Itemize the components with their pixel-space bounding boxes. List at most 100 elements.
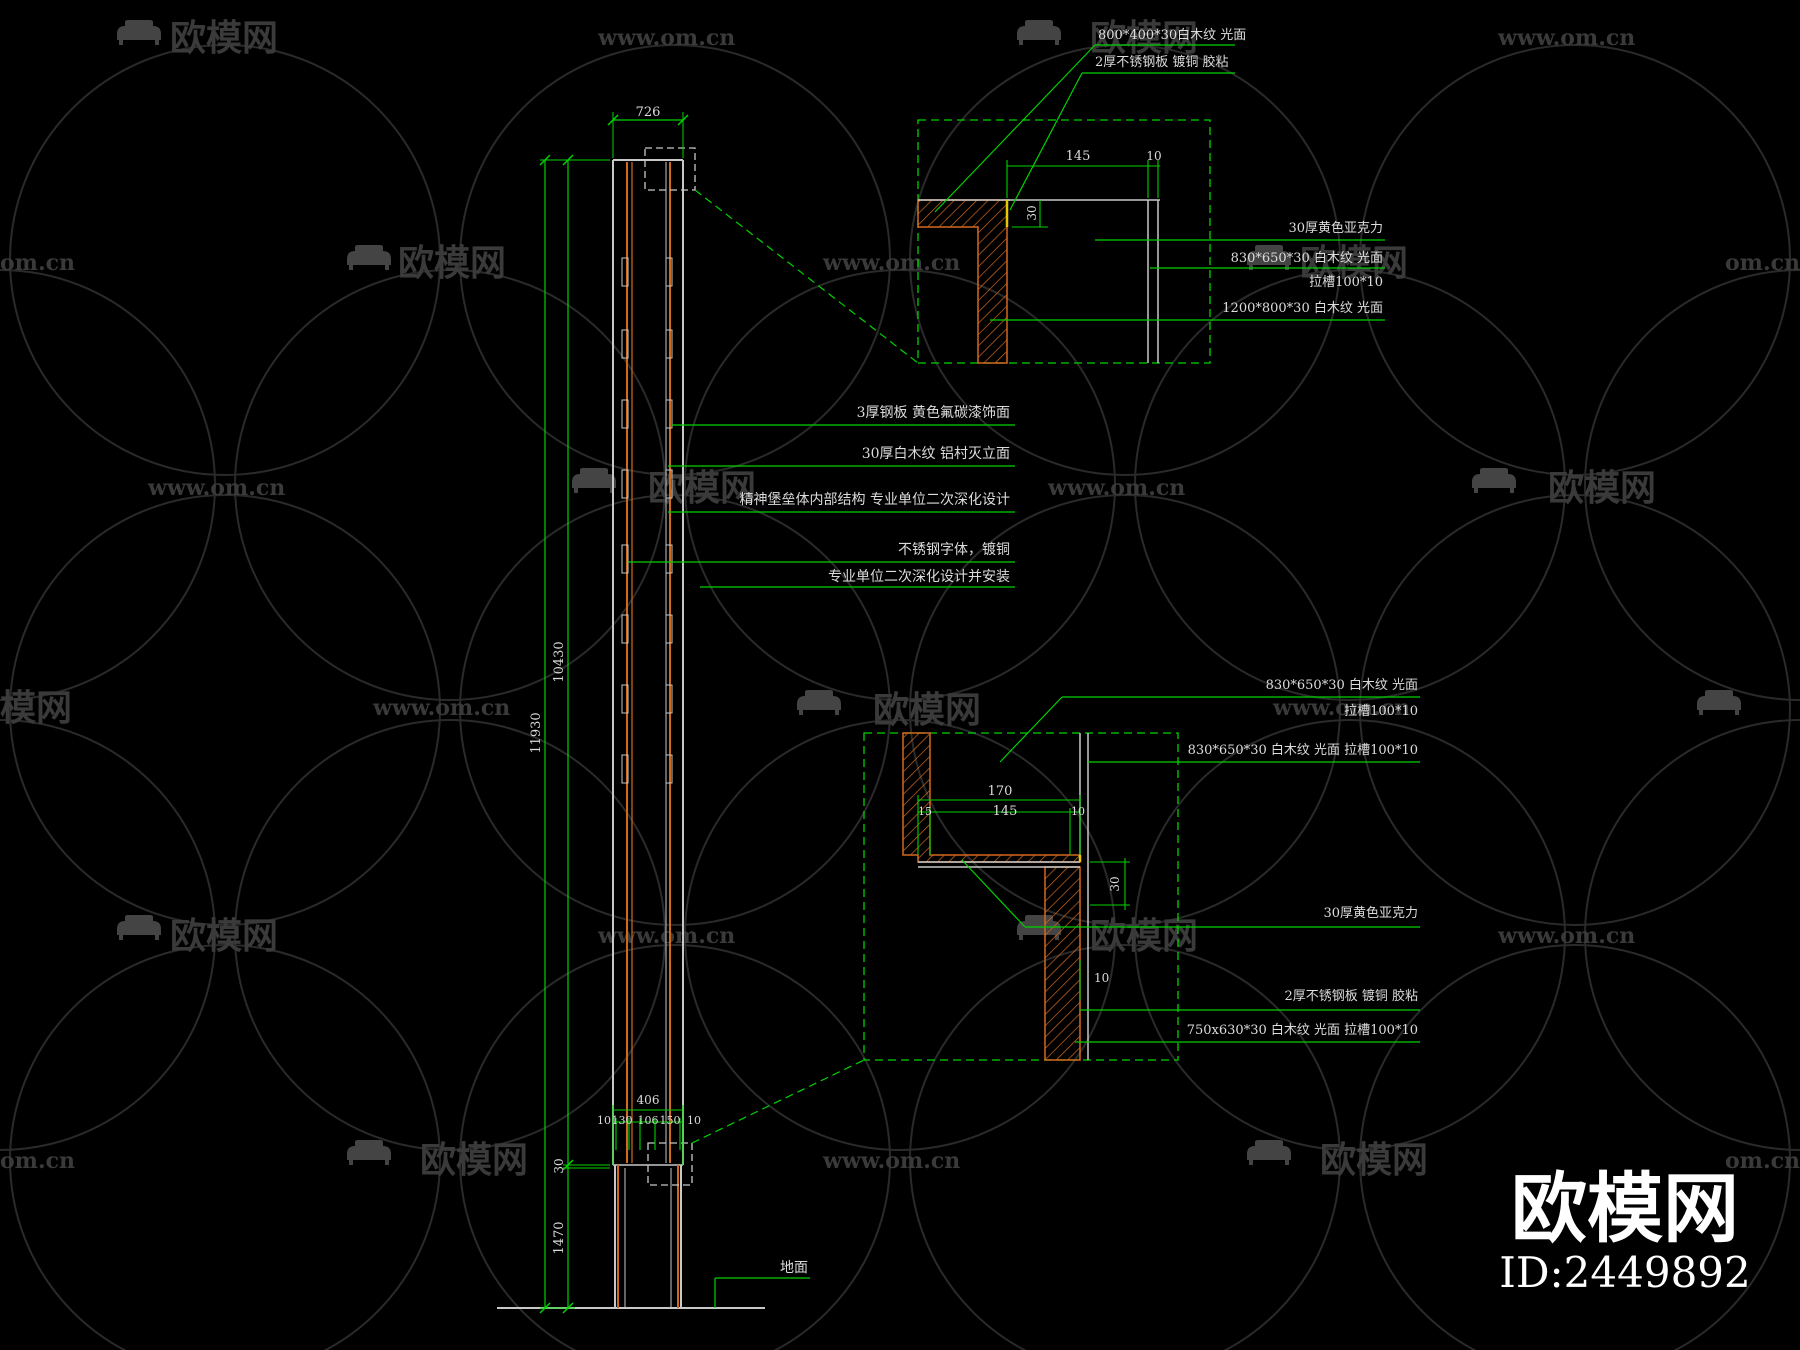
watermark-logo: 欧模网 bbox=[347, 242, 506, 284]
watermark-url: www.om.cn bbox=[1272, 695, 1410, 721]
watermark-url: www.om.cn bbox=[1047, 475, 1185, 501]
sofa-icon bbox=[572, 468, 616, 493]
sofa-icon bbox=[117, 20, 161, 45]
callout-wood-panel: 30厚白木纹 铝村灭立面 bbox=[862, 446, 1010, 462]
watermark-url: om.cn bbox=[1725, 250, 1800, 276]
callout-750x630-panel: 750x630*30 白木纹 光面 拉槽100*10 bbox=[1187, 1022, 1418, 1038]
svg-text:欧模网: 欧模网 bbox=[170, 17, 278, 59]
elevation-drawing: 726 11930 10430 30 1470 bbox=[497, 105, 1015, 1314]
callout-groove-b: 拉槽100*10 bbox=[1344, 704, 1418, 719]
watermark-logo: 欧模网 bbox=[117, 915, 278, 957]
sofa-icon bbox=[1247, 1140, 1291, 1165]
detail-top-dim-145: 145 bbox=[1066, 149, 1091, 164]
sofa-icon bbox=[1472, 468, 1516, 493]
watermark-url: om.cn bbox=[0, 1148, 75, 1174]
watermark-logo: 欧模网 bbox=[797, 689, 981, 731]
detail-bottom-dim-170: 170 bbox=[988, 784, 1013, 799]
detail-bottom-dim-30: 30 bbox=[1108, 876, 1122, 891]
watermark-logo-partial: 模网 bbox=[0, 687, 72, 729]
watermark-url: www.om.cn bbox=[1497, 25, 1635, 51]
detail-top-dim-10: 10 bbox=[1146, 149, 1161, 163]
detail-bottom-dims bbox=[917, 795, 1130, 1000]
svg-text:欧模网: 欧模网 bbox=[1300, 242, 1408, 284]
dim-bottom-width bbox=[612, 1105, 684, 1165]
detail-bottom-dim-10: 10 bbox=[1071, 805, 1085, 818]
svg-text:130: 130 bbox=[612, 1114, 633, 1127]
detail-top: 145 10 30 800*400*30白木纹 光面 2厚不锈钢板 镀铜 胶粘 … bbox=[917, 27, 1385, 364]
detail-top-frame bbox=[917, 119, 1211, 364]
detail-top-labels: 800*400*30白木纹 光面 2厚不锈钢板 镀铜 胶粘 30厚黄色亚克力 8… bbox=[1095, 27, 1383, 316]
callout-800x400-panel: 800*400*30白木纹 光面 bbox=[1098, 27, 1246, 43]
sofa-icon bbox=[797, 690, 841, 715]
detail-bottom-frame bbox=[863, 732, 1179, 1061]
dim-label-406: 406 bbox=[637, 1093, 660, 1107]
watermark-logo: 欧模网 bbox=[1247, 242, 1408, 284]
callout-steel-plate: 3厚钢板 黄色氟碳漆饰面 bbox=[857, 404, 1010, 421]
tower-base bbox=[614, 1165, 682, 1308]
watermark-logo: 欧模网 bbox=[1017, 17, 1198, 59]
tower-shell bbox=[612, 159, 684, 1166]
dim-bottom-parts: 10 130 106 150 10 bbox=[597, 1114, 701, 1127]
callout-stainless-plate-b: 2厚不锈钢板 镀铜 胶粘 bbox=[1284, 988, 1418, 1004]
callout-830x650-panel-b: 830*650*30 白木纹 光面 拉槽100*10 bbox=[1188, 742, 1418, 758]
brand-name: 欧模网 bbox=[1511, 1164, 1739, 1253]
ground-callout: 地面 bbox=[714, 1260, 810, 1308]
watermark-url: www.om.cn bbox=[597, 25, 735, 51]
callout-830x650-panel: 830*650*30 白木纹 光面 bbox=[1231, 250, 1383, 266]
sofa-icon bbox=[347, 245, 391, 270]
watermark-url: om.cn bbox=[0, 250, 75, 276]
watermark-url: om.cn bbox=[1725, 1148, 1800, 1174]
dim-label-30: 30 bbox=[552, 1158, 566, 1173]
watermark-logo: 欧模网 bbox=[1017, 915, 1198, 957]
callout-830x650-panel-a: 830*650*30 白木纹 光面 bbox=[1266, 677, 1418, 693]
detail-bottom: 170 15 145 10 30 10 830*650*30 白木纹 光面 拉槽… bbox=[863, 677, 1420, 1061]
detail-ref-box-bottom bbox=[647, 1142, 693, 1186]
svg-text:欧模网: 欧模网 bbox=[1090, 17, 1198, 59]
watermark-logo: 欧模网 bbox=[572, 467, 756, 509]
watermark-logo: 欧模网 bbox=[1472, 467, 1656, 509]
ground-label: 地面 bbox=[780, 1260, 808, 1276]
svg-text:欧模网: 欧模网 bbox=[398, 242, 506, 284]
elevation-callouts bbox=[628, 424, 1015, 588]
svg-text:欧模网: 欧模网 bbox=[1320, 1139, 1428, 1181]
callout-inner-structure: 精神堡垒体内部结构 专业单位二次深化设计 bbox=[740, 492, 1010, 508]
watermark-url: www.om.cn bbox=[372, 695, 510, 721]
callout-install: 专业单位二次深化设计并安装 bbox=[828, 569, 1010, 585]
detail-connector-top bbox=[694, 189, 919, 364]
watermark-url: www.om.cn bbox=[822, 1148, 960, 1174]
callout-groove: 拉槽100*10 bbox=[1309, 275, 1383, 290]
detail-ref-box-top bbox=[644, 147, 696, 191]
detail-bottom-dim-15: 15 bbox=[918, 805, 932, 818]
detail-bottom-dim-10b: 10 bbox=[1094, 971, 1109, 985]
callout-steel-letters: 不锈钢字体，镀铜 bbox=[898, 541, 1010, 558]
dim-label-1470: 1470 bbox=[552, 1221, 567, 1254]
watermark-url: www.om.cn bbox=[822, 250, 960, 276]
detail-connector-bottom bbox=[691, 1059, 865, 1144]
watermark-url: www.om.cn bbox=[147, 475, 285, 501]
callout-1200x800-panel: 1200*800*30 白木纹 光面 bbox=[1222, 300, 1383, 316]
svg-text:欧模网: 欧模网 bbox=[420, 1139, 528, 1181]
watermark-layer bbox=[0, 44, 1800, 1350]
detail-top-dim-30: 30 bbox=[1025, 205, 1039, 220]
detail-bottom-dim-145: 145 bbox=[993, 804, 1018, 819]
brand-id: ID:2449892 bbox=[1499, 1248, 1750, 1297]
sofa-icon bbox=[117, 915, 161, 940]
svg-text:10: 10 bbox=[597, 1114, 611, 1127]
detail-top-profile bbox=[917, 199, 1008, 364]
detail-bottom-leaders bbox=[961, 696, 1420, 1043]
detail-top-leaders bbox=[934, 44, 1385, 321]
detail-bottom-lower-profile bbox=[1044, 866, 1081, 1061]
watermark-logo bbox=[1697, 690, 1741, 715]
watermark-labels: 欧模网 www.om.cn 欧模网 www.om.cn om.cn 欧模网 ww… bbox=[0, 17, 1800, 1181]
elevation-callout-labels: 3厚钢板 黄色氟碳漆饰面 30厚白木纹 铝村灭立面 精神堡垒体内部结构 专业单位… bbox=[740, 404, 1010, 585]
svg-text:欧模网: 欧模网 bbox=[1090, 915, 1198, 957]
sofa-icon bbox=[1697, 690, 1741, 715]
svg-text:欧模网: 欧模网 bbox=[170, 915, 278, 957]
svg-text:150: 150 bbox=[660, 1114, 681, 1127]
sofa-icon bbox=[1017, 20, 1061, 45]
callout-acrylic: 30厚黄色亚克力 bbox=[1288, 220, 1383, 236]
detail-bottom-labels: 830*650*30 白木纹 光面 拉槽100*10 830*650*30 白木… bbox=[1187, 677, 1418, 1038]
dim-label-726: 726 bbox=[636, 105, 661, 120]
watermark-url: www.om.cn bbox=[1497, 923, 1635, 949]
